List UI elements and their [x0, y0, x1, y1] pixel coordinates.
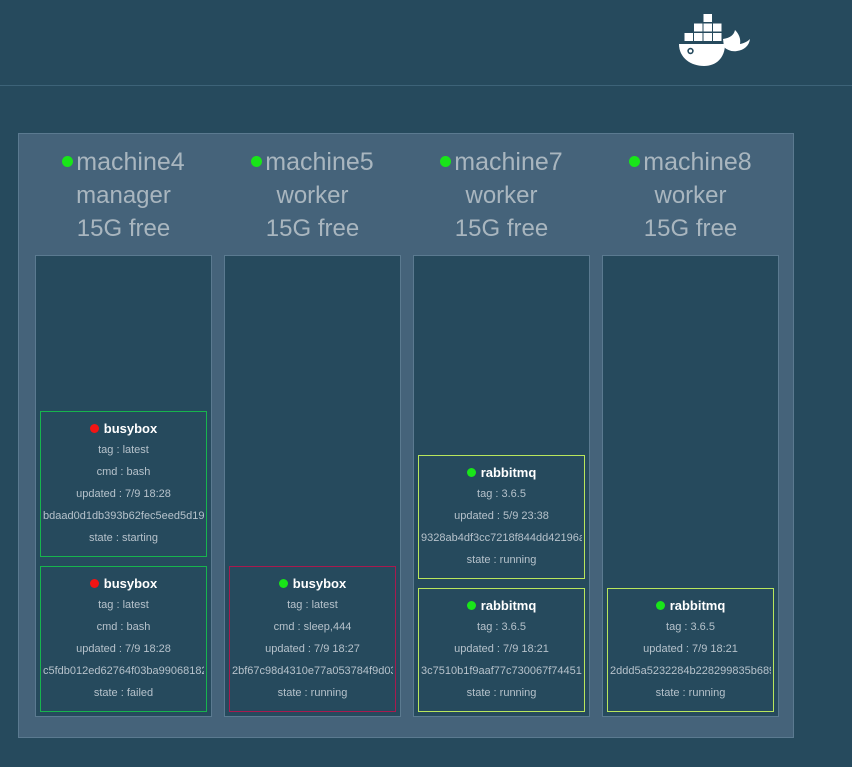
- green-state-dot-icon: [278, 579, 288, 589]
- node-name: machine4: [76, 148, 185, 176]
- green-state-dot-icon: [655, 601, 665, 611]
- green-state-dot-icon: [466, 468, 476, 478]
- node-machine4[interactable]: machine4 manager 15G free busybox tag : …: [29, 146, 218, 737]
- container-image: busybox: [103, 421, 158, 436]
- node-container-area: rabbitmq tag : 3.6.5 updated : 5/9 23:38…: [413, 255, 590, 717]
- container-card[interactable]: rabbitmq tag : 3.6.5 updated : 5/9 23:38…: [418, 455, 585, 579]
- docker-whale-logo-icon: [675, 8, 755, 70]
- container-state: state : running: [466, 554, 537, 566]
- container-state: state : running: [655, 687, 726, 699]
- container-cmd: cmd : sleep,444: [273, 621, 352, 633]
- node-title: machine7: [407, 146, 596, 179]
- container-id: 3c7510b1f9aaf77c730067f74451e051: [421, 665, 582, 677]
- node-role: manager: [76, 182, 171, 209]
- container-updated: updated : 7/9 18:21: [454, 643, 549, 655]
- container-title: busybox: [232, 574, 393, 594]
- container-updated: updated : 7/9 18:28: [76, 643, 171, 655]
- container-updated: updated : 7/9 18:28: [76, 488, 171, 500]
- container-id: 2bf67c98d4310e77a053784f9d03a04: [232, 665, 393, 677]
- node-role: worker: [465, 182, 538, 209]
- container-image: rabbitmq: [480, 465, 537, 480]
- container-tag: tag : latest: [98, 444, 149, 456]
- node-header: machine8 worker 15G free: [596, 146, 785, 251]
- container-state: state : failed: [93, 687, 154, 699]
- node-memory: 15G free: [643, 215, 738, 242]
- container-cmd: cmd : bash: [96, 466, 151, 478]
- node-header: machine5 worker 15G free: [218, 146, 407, 251]
- container-state: state : starting: [88, 532, 159, 544]
- node-role: worker: [654, 182, 727, 209]
- node-container-area: busybox tag : latest cmd : sleep,444 upd…: [224, 255, 401, 717]
- container-updated: updated : 5/9 23:38: [454, 510, 549, 522]
- container-state: state : running: [466, 687, 537, 699]
- container-tag: tag : latest: [98, 599, 149, 611]
- container-cmd: cmd : bash: [96, 621, 151, 633]
- node-name: machine8: [643, 148, 752, 176]
- node-role: worker: [276, 182, 349, 209]
- container-card[interactable]: busybox tag : latest cmd : bash updated …: [40, 411, 207, 557]
- container-id: 2ddd5a5232284b228299835b6899ba: [610, 665, 771, 677]
- node-header: machine7 worker 15G free: [407, 146, 596, 251]
- container-card[interactable]: rabbitmq tag : 3.6.5 updated : 7/9 18:21…: [418, 588, 585, 712]
- node-name: machine5: [265, 148, 374, 176]
- node-container-area: rabbitmq tag : 3.6.5 updated : 7/9 18:21…: [602, 255, 779, 717]
- container-title: rabbitmq: [421, 596, 582, 616]
- container-image: rabbitmq: [480, 598, 537, 613]
- container-id: c5fdb012ed62764f03ba99068182430: [43, 665, 204, 677]
- container-title: busybox: [43, 574, 204, 594]
- node-machine8[interactable]: machine8 worker 15G free rabbitmq tag : …: [596, 146, 785, 737]
- node-machine7[interactable]: machine7 worker 15G free rabbitmq tag : …: [407, 146, 596, 737]
- node-title: machine5: [218, 146, 407, 179]
- container-updated: updated : 7/9 18:27: [265, 643, 360, 655]
- node-memory: 15G free: [76, 215, 171, 242]
- container-state: state : running: [277, 687, 348, 699]
- container-tag: tag : latest: [287, 599, 338, 611]
- container-tag: tag : 3.6.5: [477, 488, 526, 500]
- container-tag: tag : 3.6.5: [477, 621, 526, 633]
- container-image: busybox: [292, 576, 347, 591]
- container-card[interactable]: busybox tag : latest cmd : bash updated …: [40, 566, 207, 712]
- container-tag: tag : 3.6.5: [666, 621, 715, 633]
- app-header: [0, 0, 852, 86]
- container-updated: updated : 7/9 18:21: [643, 643, 738, 655]
- node-machine5[interactable]: machine5 worker 15G free busybox tag : l…: [218, 146, 407, 737]
- node-memory: 15G free: [454, 215, 549, 242]
- container-title: busybox: [43, 419, 204, 439]
- node-list: machine4 manager 15G free busybox tag : …: [19, 134, 793, 737]
- green-status-dot-icon: [629, 155, 641, 167]
- green-status-dot-icon: [62, 155, 74, 167]
- container-image: busybox: [103, 576, 158, 591]
- cluster-panel: machine4 manager 15G free busybox tag : …: [18, 133, 794, 738]
- node-header: machine4 manager 15G free: [29, 146, 218, 251]
- container-image: rabbitmq: [669, 598, 726, 613]
- container-id: 9328ab4df3cc7218f844dd42196aab7: [421, 532, 582, 544]
- node-container-area: busybox tag : latest cmd : bash updated …: [35, 255, 212, 717]
- node-memory: 15G free: [265, 215, 360, 242]
- container-card[interactable]: rabbitmq tag : 3.6.5 updated : 7/9 18:21…: [607, 588, 774, 712]
- red-state-dot-icon: [89, 424, 99, 434]
- container-title: rabbitmq: [610, 596, 771, 616]
- red-state-dot-icon: [89, 579, 99, 589]
- green-status-dot-icon: [440, 155, 452, 167]
- node-title: machine4: [29, 146, 218, 179]
- container-title: rabbitmq: [421, 463, 582, 483]
- node-title: machine8: [596, 146, 785, 179]
- green-status-dot-icon: [251, 155, 263, 167]
- container-card[interactable]: busybox tag : latest cmd : sleep,444 upd…: [229, 566, 396, 712]
- green-state-dot-icon: [466, 601, 476, 611]
- container-id: bdaad0d1db393b62fec5eed5d19a66: [43, 510, 204, 522]
- node-name: machine7: [454, 148, 563, 176]
